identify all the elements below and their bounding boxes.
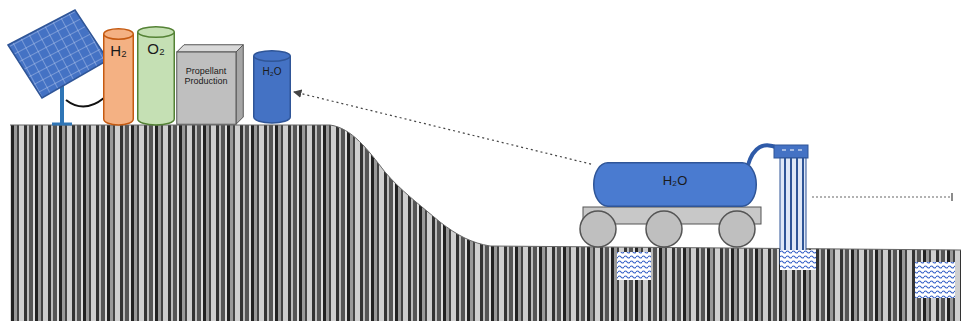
node-label: O₂: [144, 40, 168, 57]
hydrogen-tank: H₂: [103, 28, 134, 125]
node-label: H₂: [107, 42, 130, 59]
node-label: H₂O: [260, 66, 285, 78]
oxygen-tank: O₂: [137, 26, 175, 125]
ice-deposit: [617, 252, 651, 280]
leader-line: [812, 193, 952, 201]
propellant-plant: Propellant Production: [176, 44, 244, 125]
node-label: Propellant Production: [176, 66, 236, 87]
ground: [10, 125, 961, 321]
solar-panel: [8, 10, 108, 125]
ice-deposit: [915, 262, 955, 298]
node-label: H₂O: [660, 174, 691, 189]
ground-edge: [10, 125, 961, 250]
rover-water-tank: H₂O: [593, 162, 757, 207]
rover: [580, 145, 778, 247]
water-tank-outline: [253, 50, 291, 123]
transport-arrow: [294, 92, 591, 164]
water-tank: H₂O: [253, 50, 291, 123]
ice-deposit: [780, 250, 816, 270]
drill: [774, 145, 808, 266]
